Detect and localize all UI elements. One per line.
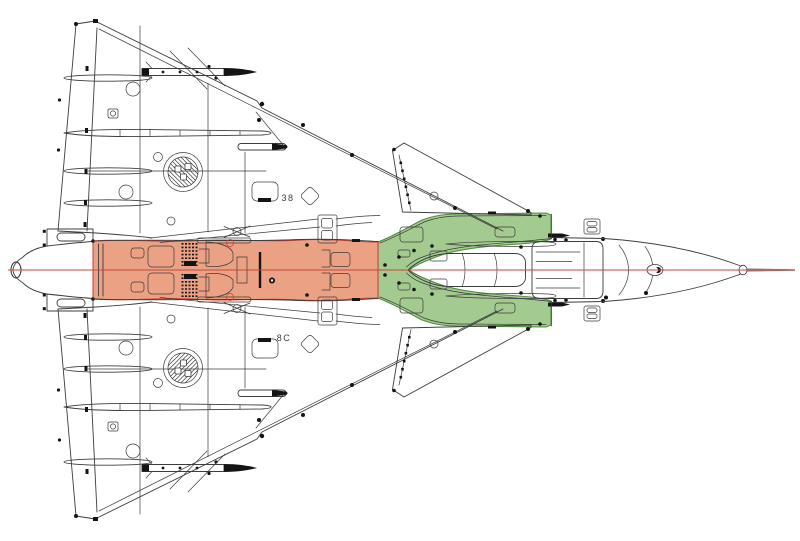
- wingtip-missile: [141, 47, 257, 90]
- airframe-top-half: [10, 19, 745, 279]
- wing-root-fairing: [149, 118, 381, 247]
- wing-code-label-top: 38: [281, 193, 294, 203]
- airframe-bottom-half: [10, 261, 745, 522]
- tail-cone: [10, 228, 95, 279]
- wing-small-details: [107, 81, 176, 226]
- intake-duct: [379, 211, 557, 268]
- hatched-access-panel: [163, 152, 203, 192]
- canard: [392, 142, 605, 242]
- engine-bay-panels: [130, 239, 360, 271]
- wing-code-label-bottom: 8C: [277, 333, 292, 343]
- delta-wing: [56, 19, 504, 239]
